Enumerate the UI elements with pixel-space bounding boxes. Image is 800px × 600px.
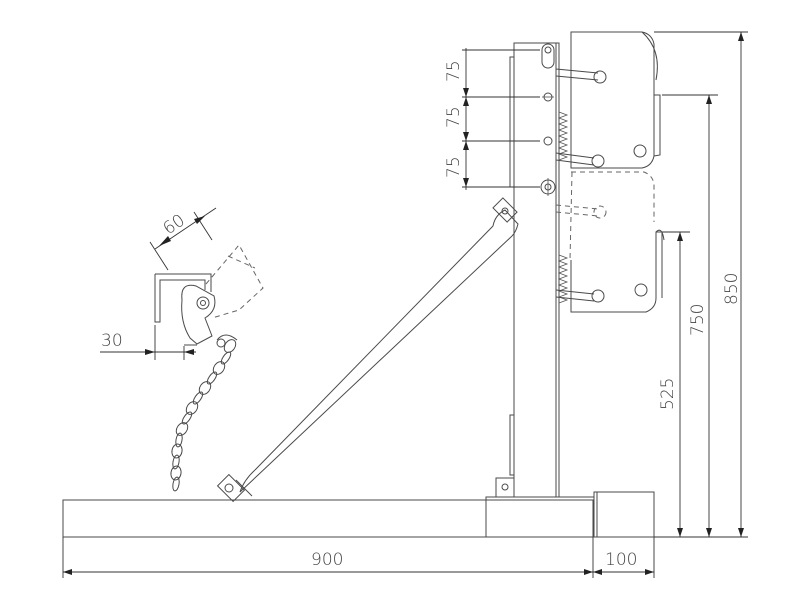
diagonal-brace <box>216 197 519 503</box>
dim-900-label: 900 <box>311 550 343 570</box>
dim-750-label: 750 <box>688 304 708 336</box>
dim-60: 60 <box>149 207 217 271</box>
dim-75-c-label: 75 <box>444 156 464 178</box>
dim-75-stack: 75 75 75 <box>444 48 540 190</box>
vertical-mast <box>495 42 560 498</box>
upper-clamp <box>555 31 661 169</box>
dim-75-a-label: 75 <box>444 60 464 82</box>
chain-link <box>198 381 212 395</box>
chain-link <box>212 361 226 375</box>
chain-link <box>185 401 199 415</box>
dim-525-label: 525 <box>658 378 678 410</box>
dim-850-label: 850 <box>722 273 742 305</box>
dim-30: 30 <box>100 325 196 360</box>
chain-link <box>181 411 193 425</box>
dim-75-b-label: 75 <box>444 106 464 128</box>
chain-link <box>170 465 182 481</box>
chain-link <box>171 443 183 459</box>
chain-link <box>223 339 237 353</box>
chain-link <box>175 432 183 448</box>
chain-link <box>220 351 232 365</box>
dim-30-label: 30 <box>101 331 123 351</box>
mast-holes <box>540 43 556 196</box>
dim-60-label: 60 <box>160 210 189 239</box>
dim-heights: 525 750 850 <box>654 31 748 538</box>
base-beam <box>62 491 655 538</box>
dim-widths: 900 100 <box>62 537 655 578</box>
chain <box>170 339 237 492</box>
chain-link <box>192 391 204 405</box>
dim-100-label: 100 <box>605 550 637 570</box>
lower-clamp <box>555 171 665 313</box>
left-gripper <box>154 244 264 348</box>
chain-link <box>172 454 180 470</box>
chain-link <box>206 371 218 385</box>
chain-link <box>172 476 180 492</box>
